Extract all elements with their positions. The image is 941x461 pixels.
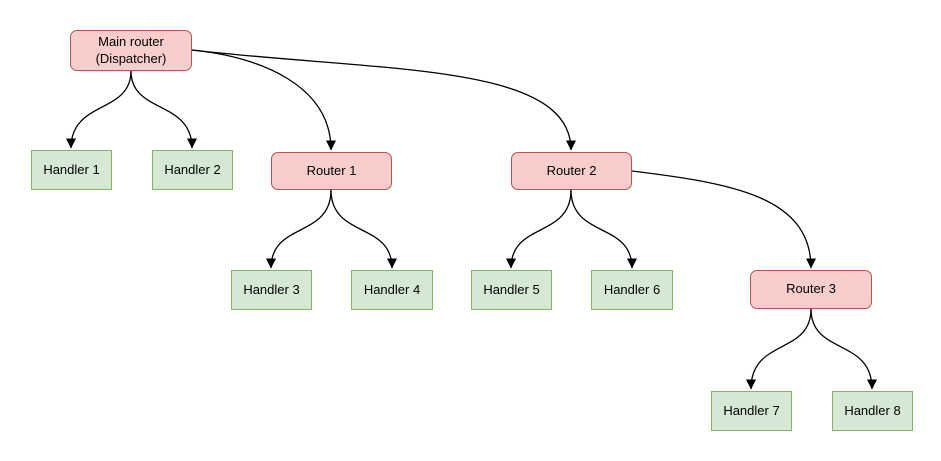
node-handler-7: Handler 7 [711, 391, 792, 431]
edge-router-3-to-handler-7 [746, 308, 812, 390]
node-label: Handler 6 [603, 281, 661, 297]
node-handler-1: Handler 1 [31, 150, 112, 190]
node-label: Handler 4 [363, 281, 421, 297]
node-handler-6: Handler 6 [591, 270, 673, 310]
node-label: Handler 1 [43, 161, 100, 177]
node-handler-4: Handler 4 [351, 270, 433, 310]
node-handler-5: Handler 5 [471, 270, 552, 310]
edge-main-router-to-handler-2 [130, 70, 197, 149]
node-label: Handler 5 [483, 281, 540, 297]
edge-router-2-to-handler-6 [570, 189, 637, 269]
edge-main-router-to-router-2 [191, 49, 576, 151]
edge-main-router-to-router-1 [191, 49, 336, 151]
edge-router-2-to-handler-5 [506, 189, 572, 269]
node-label: Main router (Dispatcher) [95, 34, 167, 66]
edge-main-router-to-handler-1 [66, 70, 132, 149]
node-main-router: Main router (Dispatcher) [70, 30, 192, 71]
node-handler-8: Handler 8 [832, 391, 913, 431]
node-label: Handler 2 [164, 161, 221, 177]
node-label: Router 2 [546, 162, 597, 178]
node-router-3: Router 3 [750, 270, 872, 309]
node-label: Handler 3 [243, 281, 300, 297]
node-handler-3: Handler 3 [231, 270, 312, 310]
edge-router-1-to-handler-3 [266, 189, 332, 269]
node-handler-2: Handler 2 [152, 150, 233, 190]
edge-router-3-to-handler-8 [810, 308, 877, 390]
edge-router-1-to-handler-4 [330, 189, 397, 269]
edge-router-2-to-router-3 [631, 170, 816, 269]
node-label: Handler 7 [723, 402, 780, 418]
node-router-1: Router 1 [271, 152, 392, 190]
node-label: Router 3 [786, 281, 836, 297]
node-label: Router 1 [306, 162, 357, 178]
node-label: Handler 8 [844, 402, 901, 418]
node-router-2: Router 2 [511, 152, 632, 190]
